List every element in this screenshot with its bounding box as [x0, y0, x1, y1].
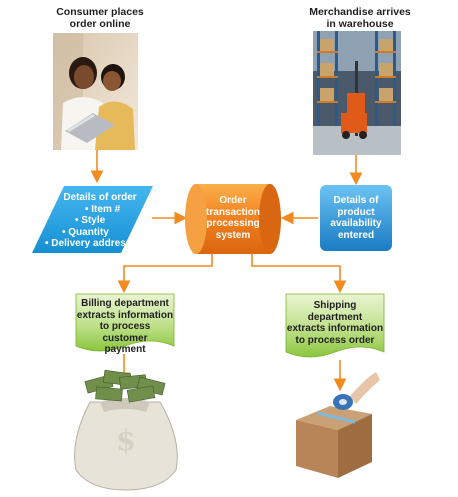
processing-text: Order transaction processing system [206, 195, 260, 241]
money-bag-image [74, 369, 178, 491]
order-details-shape [32, 186, 153, 253]
billing-document-shape [75, 293, 175, 352]
dollar-icon: $ [116, 424, 136, 457]
order-details-title: Details of order [63, 192, 137, 203]
order-item-delivery-address: • Delivery address [45, 238, 132, 249]
order-item-item-number: • Item # [85, 203, 121, 215]
order-item-quantity: • Quantity [62, 226, 109, 238]
order-item-style: • Style [75, 215, 106, 226]
availability-shape [320, 185, 392, 251]
merchandise-caption: Merchandise arrives in warehouse [309, 6, 411, 30]
shipping-text: Shipping department extracts information… [286, 300, 384, 346]
order-details-text: Details of order • Item # • Style • Quan… [40, 192, 148, 250]
arrow-system-to-billing [117, 254, 213, 294]
shipping-document-shape [285, 293, 385, 358]
arrow-system-to-shipping [251, 254, 347, 294]
availability-text: Details of product availability entered [330, 195, 382, 241]
consumer-caption: Consumer places order online [56, 6, 144, 30]
processing-cylinder-shape [185, 184, 281, 254]
shipping-box-image [296, 372, 380, 478]
consumer-photo [53, 33, 138, 150]
warehouse-photo [313, 31, 401, 155]
billing-text: Billing department extracts information … [76, 298, 174, 355]
